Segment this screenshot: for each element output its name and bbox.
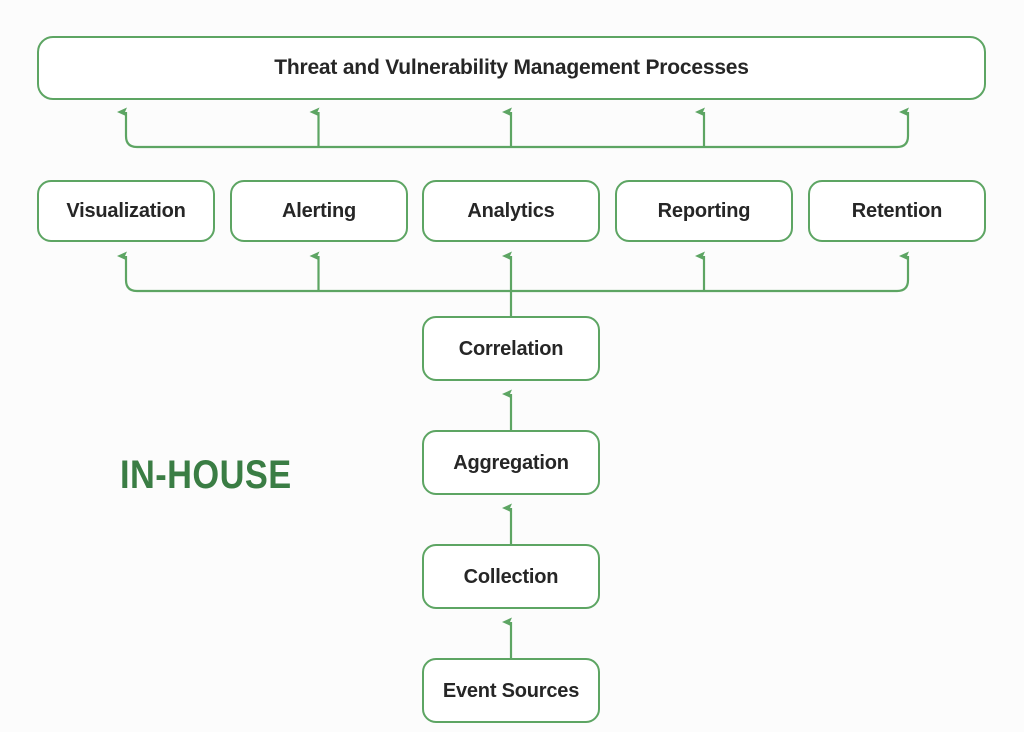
node-retention[interactable]: Retention [808, 180, 986, 242]
node-label: Threat and Vulnerability Management Proc… [274, 56, 749, 80]
node-label: Alerting [282, 200, 356, 222]
node-reporting[interactable]: Reporting [615, 180, 793, 242]
node-visualization[interactable]: Visualization [37, 180, 215, 242]
node-label: Analytics [467, 200, 555, 222]
node-collection[interactable]: Collection [422, 544, 600, 609]
node-threat-and-vulnerability-management-processes[interactable]: Threat and Vulnerability Management Proc… [37, 36, 986, 100]
node-label: Aggregation [453, 451, 569, 474]
riser-to-retention [896, 251, 910, 293]
node-label: Event Sources [442, 679, 580, 702]
riser-visualization [126, 112, 138, 149]
node-aggregation[interactable]: Aggregation [422, 430, 600, 495]
connector-bus-tier [117, 251, 910, 316]
section-label-in-house: IN-HOUSE [120, 453, 292, 497]
riser-retention [896, 107, 910, 149]
node-correlation[interactable]: Correlation [422, 316, 600, 381]
node-alerting[interactable]: Alerting [230, 180, 408, 242]
node-label: Correlation [458, 337, 564, 360]
connector-bus-top [126, 107, 910, 149]
node-label: Reporting [657, 200, 751, 222]
node-event-sources[interactable]: Event Sources [422, 658, 600, 723]
node-analytics[interactable]: Analytics [422, 180, 600, 242]
node-label: Retention [851, 200, 943, 222]
node-label: Visualization [66, 200, 186, 222]
node-label: Collection [463, 565, 559, 588]
riser-to-visualization [117, 251, 138, 293]
